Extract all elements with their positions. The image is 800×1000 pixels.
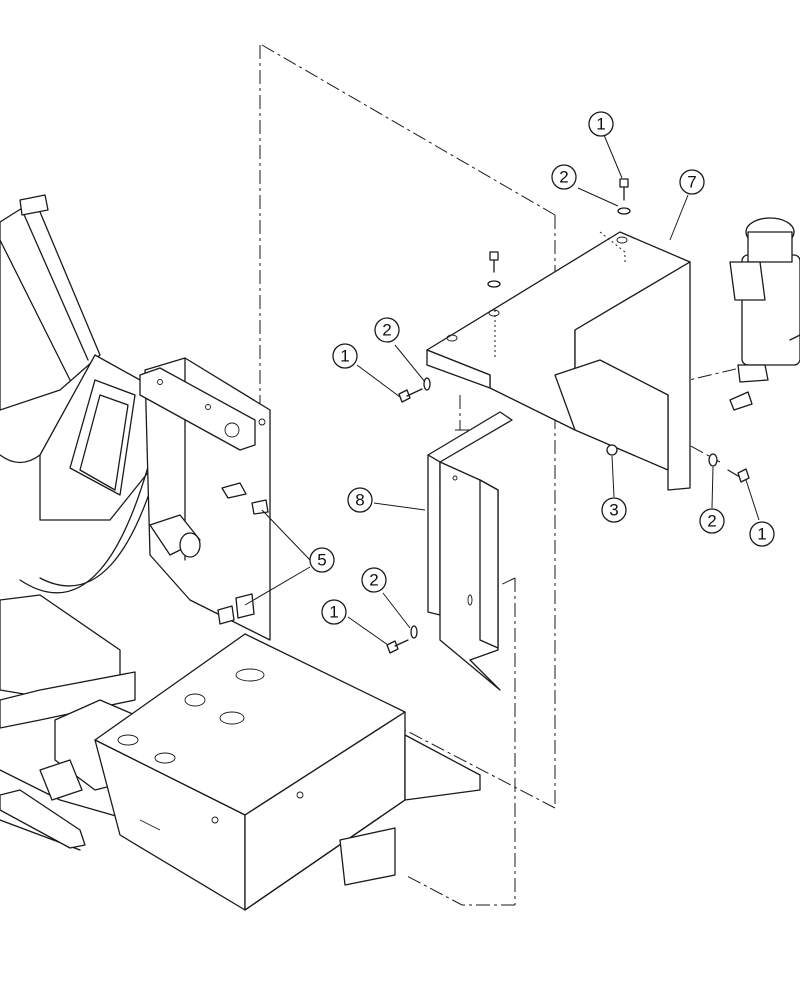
callout-5: 5 bbox=[309, 547, 335, 573]
callout-1-lower: 1 bbox=[321, 599, 347, 625]
callout-3: 3 bbox=[601, 497, 627, 523]
callout-label: 1 bbox=[329, 603, 338, 622]
callout-label: 2 bbox=[369, 571, 378, 590]
callout-2-right: 2 bbox=[699, 508, 725, 534]
callout-label: 2 bbox=[707, 512, 716, 531]
base-enclosure bbox=[94, 633, 481, 911]
callout-label: 2 bbox=[382, 321, 391, 340]
callout-2-top: 2 bbox=[551, 164, 577, 190]
callout-1-left: 1 bbox=[332, 343, 358, 369]
callout-label: 7 bbox=[687, 173, 696, 192]
callout-label: 3 bbox=[609, 501, 618, 520]
callout-label: 1 bbox=[596, 115, 605, 134]
callout-7: 7 bbox=[679, 169, 705, 195]
callout-1-top: 1 bbox=[588, 111, 614, 137]
machine-frame bbox=[0, 194, 271, 901]
callout-8: 8 bbox=[347, 487, 373, 513]
cover-panel-7 bbox=[426, 231, 691, 491]
screw-icon bbox=[619, 178, 629, 188]
bracket-panel-8 bbox=[427, 411, 513, 691]
nut-icon bbox=[606, 444, 618, 456]
leader-lines bbox=[244, 134, 760, 646]
washer-icon bbox=[617, 207, 631, 215]
callout-label: 2 bbox=[559, 168, 568, 187]
callout-label: 1 bbox=[757, 525, 766, 544]
callout-2-left: 2 bbox=[374, 317, 400, 343]
motor-assembly bbox=[729, 217, 800, 383]
callout-2-lower: 2 bbox=[361, 567, 387, 593]
callout-label: 8 bbox=[355, 491, 364, 510]
callout-1-right: 1 bbox=[749, 521, 775, 547]
callout-label: 5 bbox=[317, 551, 326, 570]
callout-label: 1 bbox=[340, 347, 349, 366]
fasteners bbox=[386, 178, 753, 654]
